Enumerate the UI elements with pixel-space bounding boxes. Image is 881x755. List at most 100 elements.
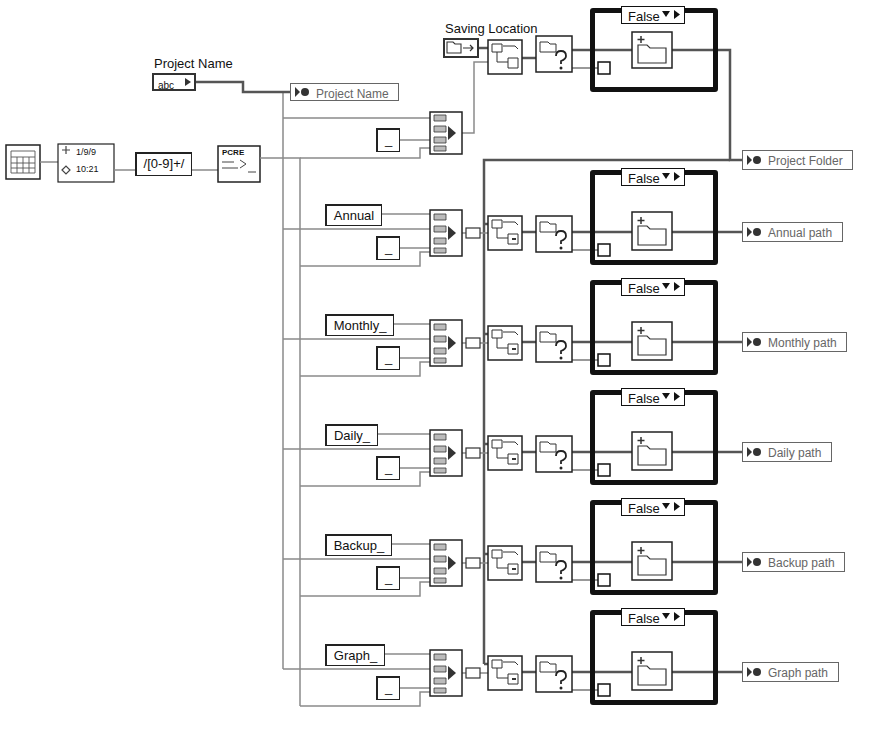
constant-text: _ — [381, 568, 396, 588]
case-selector-value: False — [628, 171, 660, 186]
terminal-arrow — [185, 78, 191, 86]
indicator-glyph — [753, 668, 761, 676]
dropdown-arrow — [662, 283, 670, 289]
path-indicator: Backup path — [742, 552, 845, 572]
selector-arrows — [662, 391, 681, 402]
icon-caption: PCRE — [222, 148, 244, 157]
control-label: Saving Location — [445, 21, 538, 37]
indicator-glyph — [747, 667, 752, 677]
dropdown-arrow — [662, 393, 670, 399]
constant-text: Backup_ — [330, 537, 389, 555]
string-wire — [300, 148, 430, 158]
dropdown-arrow — [662, 503, 670, 509]
indicator-glyph — [746, 226, 762, 238]
string-constant: _ — [376, 676, 400, 700]
string-wire — [283, 62, 488, 158]
indicator-glyph — [301, 88, 309, 96]
path-control-terminal: Saving Location — [443, 38, 479, 58]
case-selector-label: False — [621, 168, 685, 186]
string-constant: _ — [376, 566, 400, 590]
create-folder-icon — [638, 45, 666, 63]
indicator-glyph — [295, 87, 300, 97]
indicator-glyph — [747, 447, 752, 457]
pcre-match-icon — [218, 146, 260, 182]
string-constant: Backup_ — [325, 534, 392, 556]
indicator-label: Daily path — [763, 445, 826, 461]
case-structure: False — [590, 610, 718, 705]
case-selector-label: False — [621, 6, 685, 24]
path-wire — [479, 47, 488, 50]
indicator-label: Backup path — [763, 555, 840, 571]
regex-constant: /[0-9]+/ — [135, 152, 192, 176]
wire-connector — [718, 671, 742, 674]
indicator-glyph — [746, 666, 762, 678]
string-wire — [283, 117, 430, 119]
constant-text: Graph_ — [330, 647, 381, 665]
constant-text: Daily_ — [330, 427, 374, 445]
case-selector-value: False — [628, 501, 660, 516]
check-exists-icon — [540, 42, 556, 52]
increment-arrow — [674, 392, 680, 401]
increment-arrow — [674, 612, 680, 621]
case-structure: False — [590, 280, 718, 375]
dropdown-arrow — [662, 11, 670, 17]
format-date-time-icon — [58, 144, 114, 182]
indicator-label: Annual path — [763, 225, 837, 241]
string-constant: Daily_ — [325, 424, 378, 446]
indicator-glyph — [746, 556, 762, 568]
case-selector-label: False — [621, 498, 685, 516]
string-constant: _ — [376, 456, 400, 480]
concatenate-icon — [434, 115, 446, 151]
create-folder-icon — [638, 36, 645, 43]
constant-text: _ — [381, 348, 396, 368]
wire-connector — [718, 561, 742, 564]
string-constant: _ — [376, 236, 400, 260]
check-exists-icon — [560, 67, 563, 70]
path-indicator: Monthly path — [742, 332, 847, 352]
tick-clock-icon — [6, 145, 40, 179]
increment-arrow — [674, 10, 680, 19]
string-constant: Graph_ — [325, 644, 385, 666]
concatenate-icon — [448, 126, 456, 140]
tick-clock-icon — [11, 151, 35, 173]
concatenate-icon — [430, 112, 462, 154]
constant-text: _ — [381, 238, 396, 258]
indicator-label: Monthly path — [763, 335, 842, 351]
increment-arrow — [674, 502, 680, 511]
indicator-glyph — [753, 228, 761, 236]
indicator-label: Project Folder — [763, 153, 848, 169]
path-indicator: Graph path — [742, 662, 839, 682]
case-structure: False — [590, 170, 718, 265]
wire-connector — [718, 451, 742, 454]
indicator-glyph — [747, 557, 752, 567]
dropdown-arrow — [662, 613, 670, 619]
constant-text: Annual — [330, 207, 378, 225]
wire-connector — [718, 50, 742, 160]
check-exists-icon — [556, 51, 566, 64]
case-structure: False — [590, 390, 718, 485]
case-selector-label: False — [621, 388, 685, 406]
check-exists-icon — [536, 36, 572, 72]
indicator-glyph — [747, 337, 752, 347]
path-indicator: Project Folder — [742, 150, 853, 170]
string-constant: _ — [376, 346, 400, 370]
indicator-glyph — [753, 338, 761, 346]
selector-arrows — [662, 611, 681, 622]
string-constant: _ — [376, 128, 400, 152]
indicator-glyph — [753, 448, 761, 456]
selector-arrows — [662, 501, 681, 512]
indicator-glyph — [747, 227, 752, 237]
pcre-match-icon — [218, 146, 260, 182]
constant-text: /[0-9]+/ — [140, 154, 189, 174]
increment-arrow — [674, 282, 680, 291]
create-folder-icon — [632, 32, 672, 68]
constant-text: Monthly_ — [330, 317, 391, 335]
string-wire — [282, 92, 284, 669]
case-selector-value: False — [628, 391, 660, 406]
case-selector-terminal — [598, 62, 610, 74]
date-time-format: 10:21 — [76, 164, 99, 174]
indicator-glyph — [294, 86, 310, 98]
